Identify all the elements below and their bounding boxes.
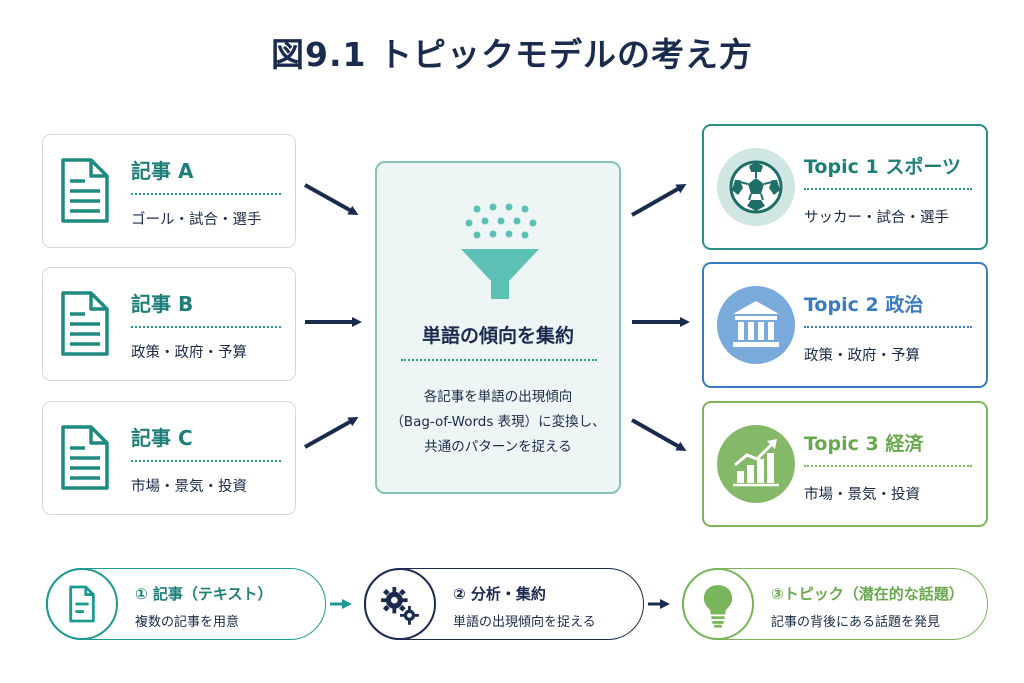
arrow-article-c-to-center <box>304 417 359 449</box>
step-2: ② 分析・集約 単語の出現傾向を捉える <box>363 567 644 640</box>
center-desc-line: 各記事を単語の出現傾向 <box>423 389 573 405</box>
step-title: ② 分析・集約 <box>453 585 546 603</box>
funnel-icon <box>461 203 539 299</box>
lightbulb-icon <box>703 584 732 628</box>
gears-icon <box>380 586 419 625</box>
arrow-article-a-to-center <box>304 183 359 215</box>
document-icon <box>68 585 95 622</box>
divider <box>131 326 281 328</box>
step-title: ③トピック（潜在的な話題） <box>771 585 964 603</box>
article-card-c: 記事 C 市場・景気・投資 <box>42 401 296 515</box>
center-desc-line: 共通のパターンを捉える <box>424 439 572 455</box>
divider <box>804 188 972 190</box>
divider <box>131 193 281 195</box>
topic-icon-circle <box>717 425 795 503</box>
divider <box>804 465 972 467</box>
topic-keywords: サッカー・試合・選手 <box>804 210 949 226</box>
step-icon-circle <box>363 567 436 640</box>
article-card-b: 記事 B 政策・政府・予算 <box>42 267 296 381</box>
page-title: 図9.1 トピックモデルの考え方 <box>271 35 753 74</box>
article-keywords: ゴール・試合・選手 <box>131 212 262 228</box>
document-icon <box>61 291 109 356</box>
step-title: ① 記事（テキスト） <box>135 585 273 603</box>
divider <box>401 359 597 361</box>
topic-keywords: 政策・政府・予算 <box>804 348 920 364</box>
center-desc-line: （Bag-of-Words 表現）に変換し、 <box>390 414 606 430</box>
center-description: 各記事を単語の出現傾向 （Bag-of-Words 表現）に変換し、 共通のパタ… <box>377 385 619 460</box>
government-building-icon <box>733 301 779 347</box>
soccer-ball-icon <box>729 160 783 214</box>
divider <box>804 326 972 328</box>
topic-title: Topic 3 経済 <box>804 433 924 455</box>
topic-card-3: Topic 3 経済 市場・景気・投資 <box>702 401 988 527</box>
growth-chart-icon <box>733 439 779 487</box>
topic-icon-circle <box>717 148 795 226</box>
step-icon-circle <box>681 567 754 640</box>
article-title: 記事 C <box>131 426 193 450</box>
arrow-center-to-topic-1 <box>631 184 687 217</box>
topic-keywords: 市場・景気・投資 <box>804 487 920 503</box>
step-subtitle: 記事の背後にある話題を発見 <box>771 615 941 630</box>
article-card-a: 記事 A ゴール・試合・選手 <box>42 134 296 248</box>
topic-title: Topic 1 スポーツ <box>804 156 961 178</box>
topic-title: Topic 2 政治 <box>804 294 924 316</box>
article-title: 記事 B <box>131 292 194 316</box>
article-title: 記事 A <box>131 159 194 183</box>
step-icon-circle <box>45 567 118 640</box>
center-title: 単語の傾向を集約 <box>421 325 574 347</box>
topic-icon-circle <box>717 286 795 364</box>
topic-card-2: Topic 2 政治 政策・政府・予算 <box>702 262 988 388</box>
article-keywords: 市場・景気・投資 <box>131 479 247 495</box>
aggregation-box: 単語の傾向を集約 各記事を単語の出現傾向 （Bag-of-Words 表現）に変… <box>375 161 621 494</box>
step-3: ③トピック（潜在的な話題） 記事の背後にある話題を発見 <box>681 567 988 640</box>
article-keywords: 政策・政府・予算 <box>131 345 247 361</box>
document-icon <box>61 425 109 490</box>
step-subtitle: 単語の出現傾向を捉える <box>453 615 596 630</box>
step-subtitle: 複数の記事を用意 <box>135 615 240 630</box>
step-1: ① 記事（テキスト） 複数の記事を用意 <box>45 567 326 640</box>
arrow-center-to-topic-3 <box>631 418 687 451</box>
document-icon <box>61 158 109 223</box>
topic-card-1: Topic 1 スポーツ サッカー・試合・選手 <box>702 124 988 250</box>
divider <box>131 460 281 462</box>
